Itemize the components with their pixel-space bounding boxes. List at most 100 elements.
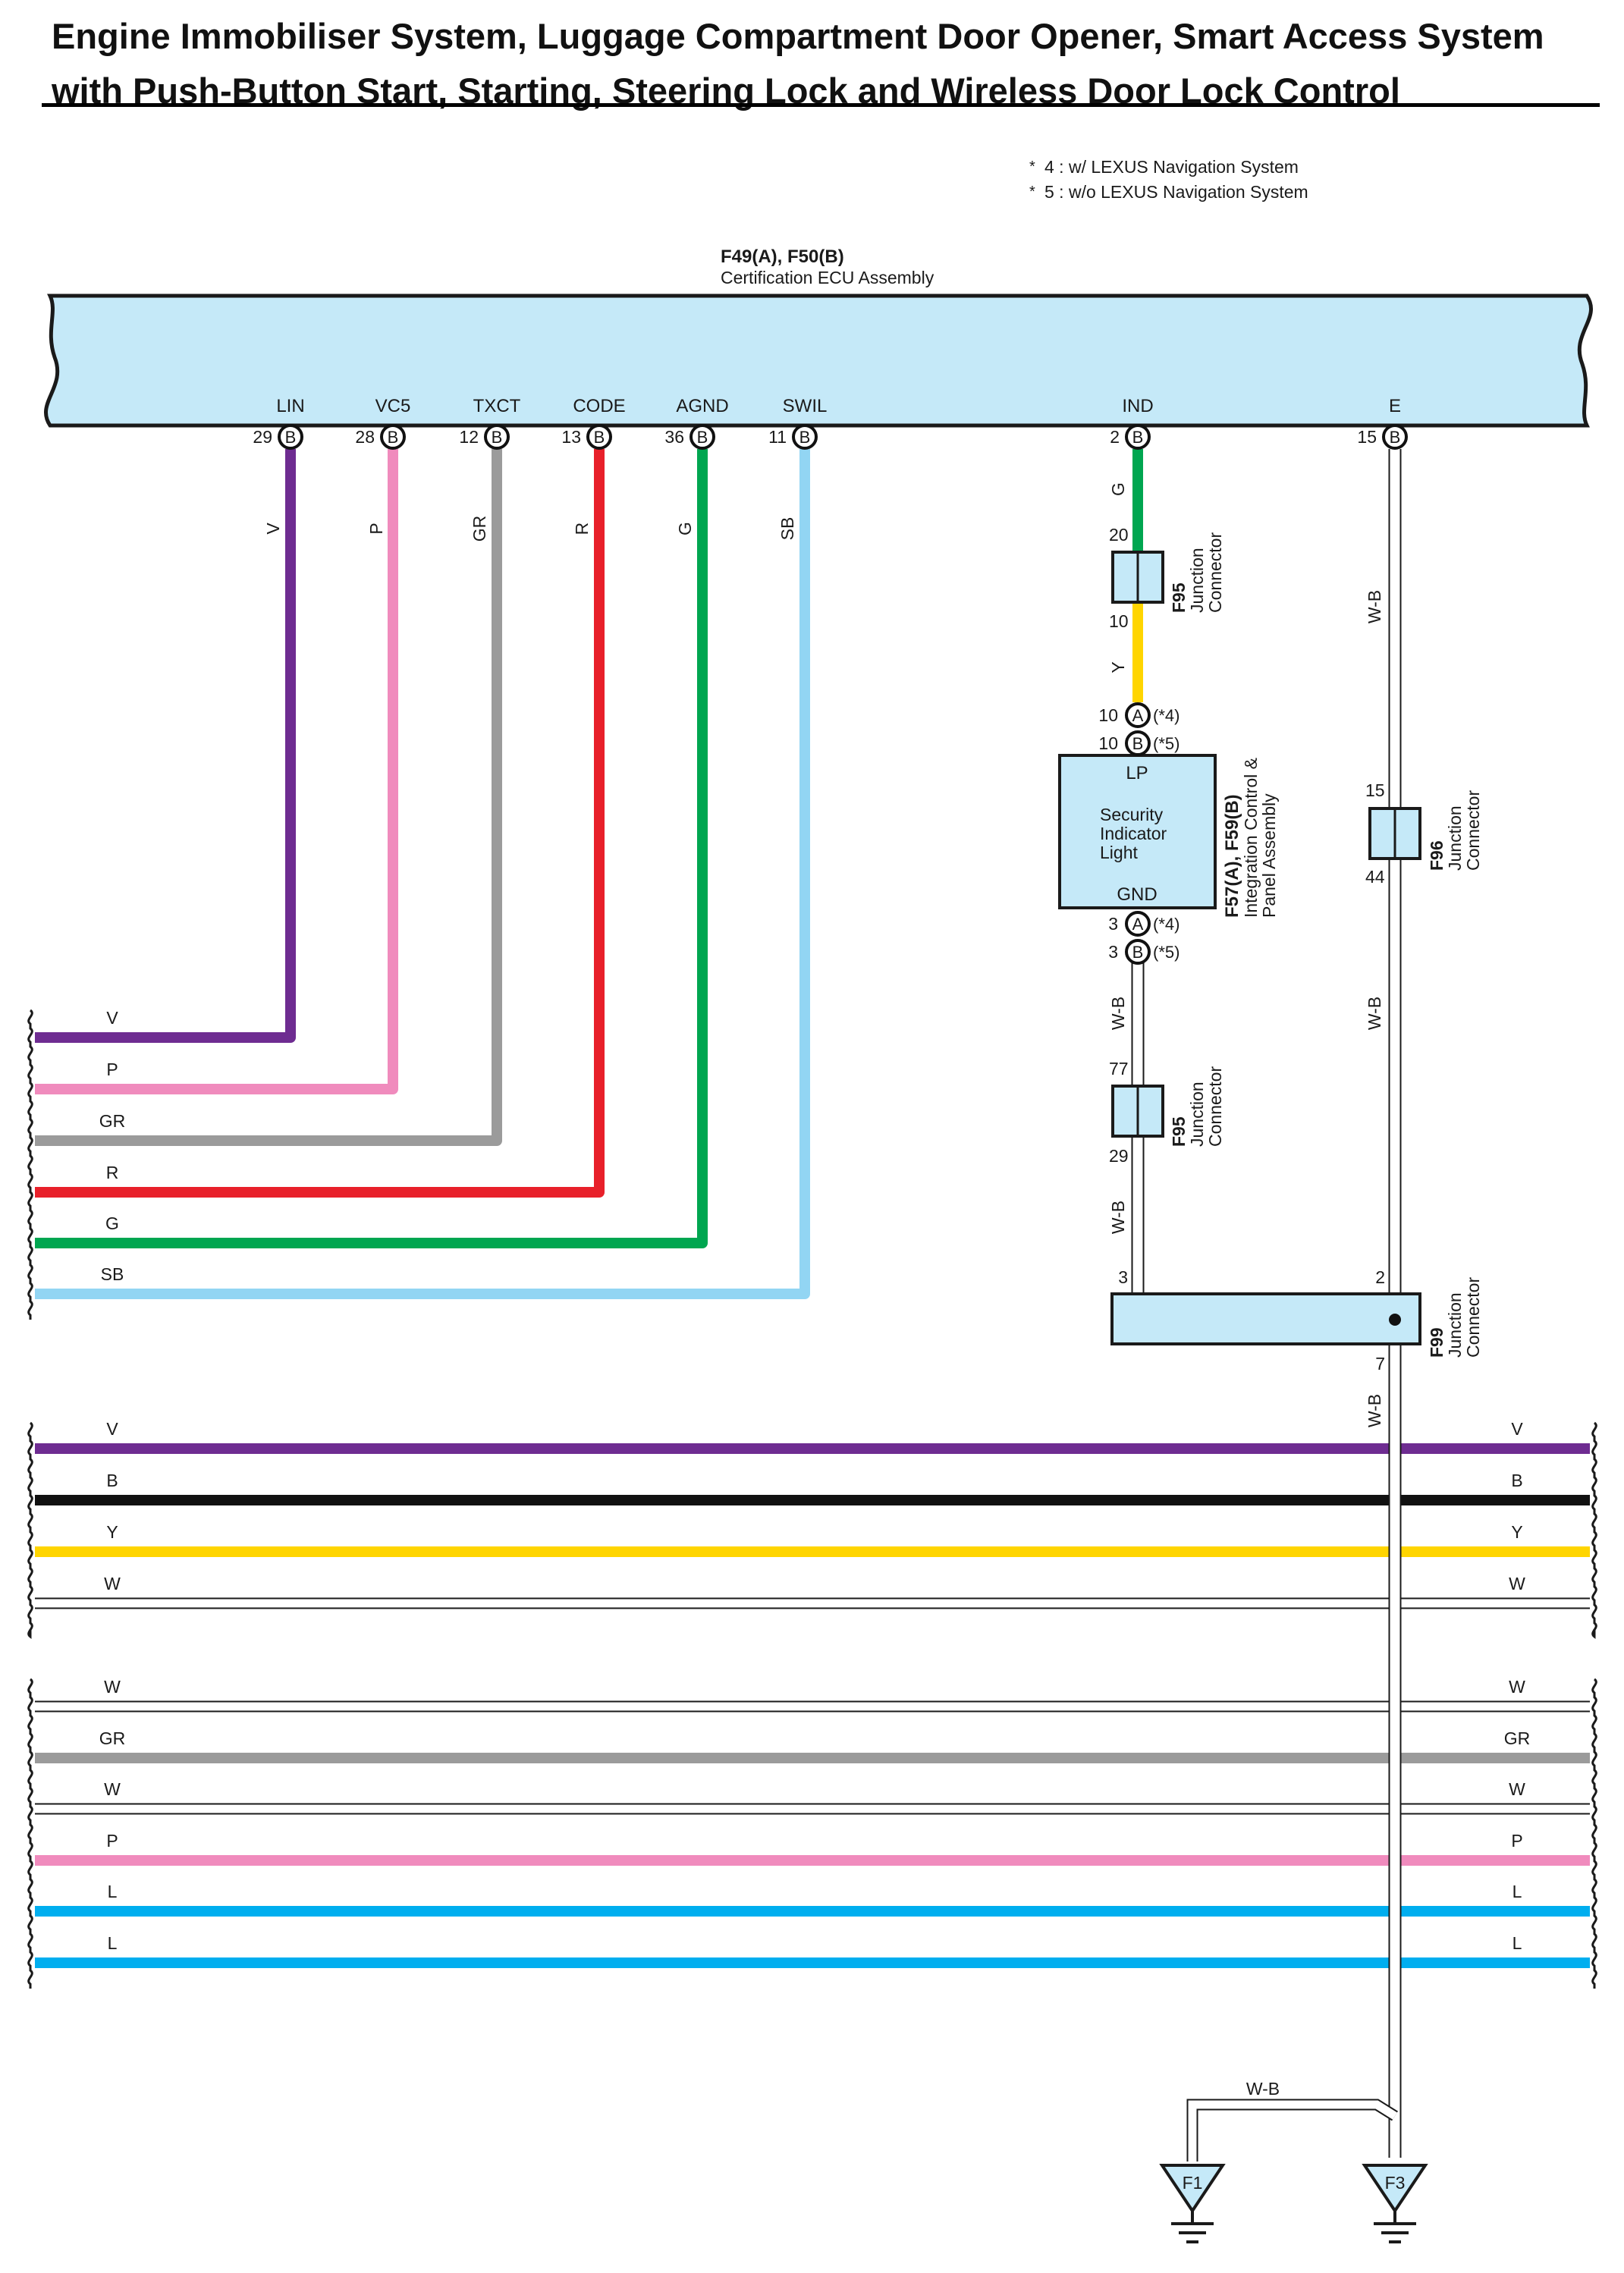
junction-name: Connector <box>1205 532 1225 613</box>
wire-r <box>35 449 605 1198</box>
wire-color-label: Y <box>1511 1522 1522 1542</box>
note-mark-5: * <box>1029 184 1035 200</box>
wire-color-label: V <box>106 1008 118 1028</box>
ecu-pin-connector <box>689 424 715 450</box>
wire-color-label: P <box>106 1060 118 1079</box>
ecu-terminal-e: E <box>1389 396 1401 416</box>
ecu-pin-connector <box>586 424 612 450</box>
ecu-pin-number: 12 <box>459 427 479 447</box>
junction-pin: 15 <box>1365 780 1385 800</box>
wire-color-label: L <box>1512 1933 1522 1953</box>
wire-color-label: GR <box>99 1111 126 1131</box>
junction-pin: 29 <box>1109 1146 1129 1166</box>
ecu-terminal-txct: TXCT <box>473 396 521 416</box>
break-through-left-1 <box>27 1421 33 1640</box>
page-title: Engine Immobiliser System, Luggage Compa… <box>52 9 1599 118</box>
wire-color-label: G <box>675 522 695 535</box>
certification-ecu-assembly <box>44 294 1593 428</box>
ecu-terminal-swil: SWIL <box>783 396 828 416</box>
title-line-1: Engine Immobiliser System, Luggage Compa… <box>52 16 1544 56</box>
ecu-terminal-lin: LIN <box>276 396 304 416</box>
wire-color-label: W-B <box>1365 997 1384 1030</box>
junction-name: Junction <box>1445 805 1465 871</box>
label-group: * 4 : w/ LEXUS Navigation System * 5 : w/o … <box>27 157 1597 2193</box>
junction-pin: 10 <box>1109 611 1129 631</box>
junction-pin: 44 <box>1365 867 1385 887</box>
break-left-group <box>27 1009 33 1320</box>
wire-color-label: W <box>104 1677 121 1697</box>
wire-color-label: P <box>106 1831 118 1851</box>
indicator-code: F57(A), F59(B) <box>1222 794 1242 918</box>
wire-ground-wb-outline <box>1186 2099 1398 2162</box>
wire-color-label: W <box>104 1779 121 1799</box>
ecu-pin-connector-letter: B <box>594 428 605 447</box>
ground-point-f1-label: F1 <box>1183 2173 1203 2193</box>
ecu-pin-number: 29 <box>253 427 272 447</box>
ecu-pin-connector <box>278 424 303 450</box>
wire-color-label: V <box>263 523 283 535</box>
ecu-pin-connector <box>1382 424 1408 450</box>
wire-ground-wb <box>1188 2100 1397 2162</box>
wire-color-label: W <box>1509 1574 1525 1593</box>
indicator-pin-connector <box>1125 939 1151 965</box>
wire-color-label: W-B <box>1365 1394 1384 1427</box>
wire-sb <box>35 449 810 1299</box>
ground-point-f3-label: F3 <box>1385 2173 1406 2193</box>
wire-color-label: V <box>106 1419 118 1439</box>
wire-color-label: L <box>1512 1882 1522 1901</box>
wire-color-label: L <box>108 1933 118 1953</box>
wire-color-label: R <box>106 1163 119 1182</box>
junction-name: Junction <box>1187 1082 1207 1147</box>
indicator-pin-note: (*4) <box>1153 915 1180 934</box>
wire-color-label: G <box>1108 482 1128 496</box>
indicator-terminal-gnd: GND <box>1117 884 1157 905</box>
wire-color-label: B <box>106 1471 118 1490</box>
ecu-code: F49(A), F50(B) <box>721 246 844 267</box>
break-through-left-2 <box>27 1678 33 1989</box>
break-through-right-1 <box>1591 1421 1597 1640</box>
ecu-terminal-code: CODE <box>573 396 625 416</box>
ground-point-f1 <box>1159 2164 1226 2214</box>
ecu-pin-connector <box>484 424 510 450</box>
wire-color-label: R <box>572 523 592 535</box>
wire-color-label: L <box>108 1882 118 1901</box>
ecu-pin-connector-letter: B <box>285 428 297 447</box>
junction-name: Connector <box>1463 790 1483 871</box>
note-5: 5 : w/o LEXUS Navigation System <box>1044 182 1308 202</box>
ecu-pin-connector-letter: B <box>697 428 708 447</box>
title-rule <box>42 103 1600 107</box>
ecu-pin-connector-letter: B <box>492 428 503 447</box>
indicator-terminal-lp: LP <box>1126 763 1148 783</box>
splice-point <box>1389 1314 1401 1326</box>
indicator-pin-number: 10 <box>1098 705 1118 725</box>
junction-code: F96 <box>1427 840 1447 871</box>
indicator-pin-connector <box>1125 911 1151 937</box>
indicator-pin-note: (*5) <box>1153 943 1180 962</box>
wire-color-label: W-B <box>1246 2079 1280 2099</box>
wire-ind-wb-2 <box>1132 1136 1395 1323</box>
junction-name: Junction <box>1445 1292 1465 1358</box>
ecu-pin-number: 15 <box>1357 427 1377 447</box>
note-4: 4 : w/ LEXUS Navigation System <box>1044 157 1299 177</box>
wire-color-label: W-B <box>1108 997 1128 1030</box>
ecu-pin-connector-letter: B <box>1390 428 1401 447</box>
wire-color-label: GR <box>99 1728 126 1748</box>
junction-name: Junction <box>1187 548 1207 613</box>
junction-pin: 20 <box>1109 525 1129 545</box>
note-mark-4: * <box>1029 159 1035 175</box>
junction-code: F95 <box>1169 582 1189 613</box>
wire-v <box>35 449 296 1043</box>
junction-code: F95 <box>1169 1116 1189 1147</box>
ecu-pin-connector-letter: B <box>1132 428 1144 447</box>
wire-color-label: W-B <box>1365 590 1384 623</box>
indicator-pin-connector-letter: B <box>1132 943 1144 962</box>
indicator-label: Indicator <box>1100 824 1167 843</box>
wire-color-label: W <box>1509 1677 1525 1697</box>
indicator-pin-note: (*5) <box>1153 734 1180 753</box>
ecu-pin-number: 13 <box>561 427 581 447</box>
break-through-right-2 <box>1591 1678 1597 1989</box>
ecu-pin-connector <box>1125 424 1151 450</box>
ecu-pin-number: 11 <box>768 427 787 447</box>
wire-color-label: P <box>1511 1831 1522 1851</box>
